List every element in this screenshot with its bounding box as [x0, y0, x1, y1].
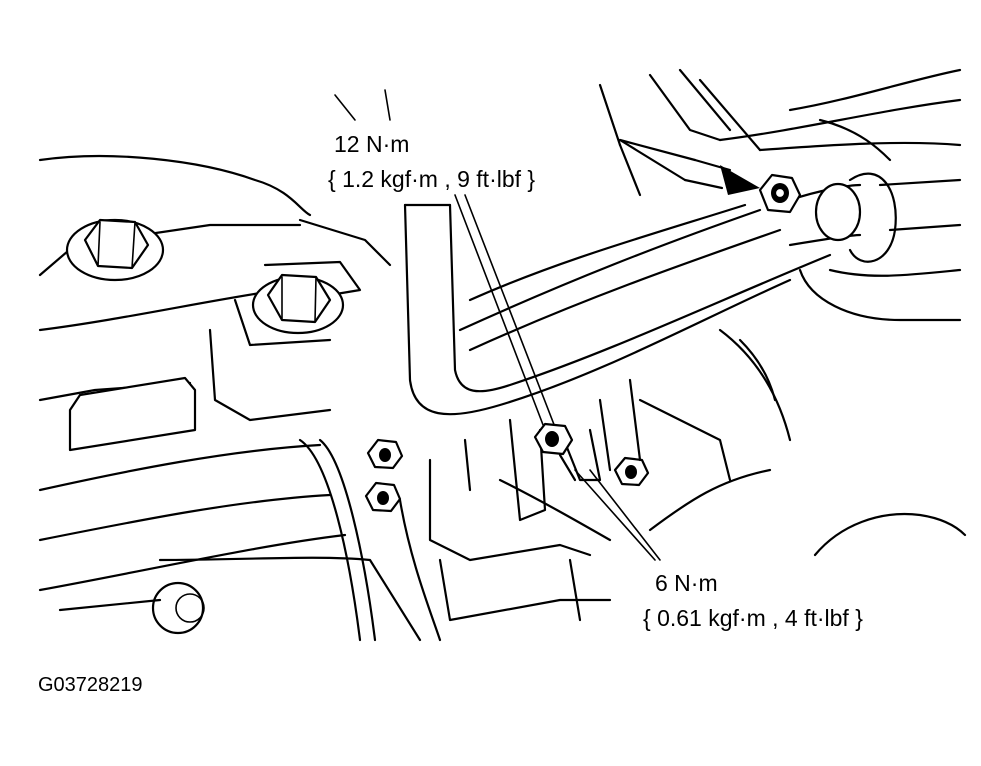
- bracket: [68, 298, 332, 452]
- pulley-outline: [738, 338, 967, 557]
- fuel-pipe: [403, 203, 832, 416]
- hoses: [598, 68, 962, 197]
- leader-6nm: [574, 469, 661, 561]
- center-bracket: [428, 418, 612, 622]
- torque-conversion-12nm: { 1.2 kgf·m , 9 ft·lbf }: [328, 166, 536, 192]
- hex-bolt-icon: [533, 422, 577, 482]
- figure-code: G03728219: [38, 674, 143, 696]
- hex-bolt-icon: [65, 218, 165, 282]
- flare-nut-icon: [758, 173, 802, 214]
- hex-bolt-icon: [366, 438, 404, 470]
- torque-value-12nm: 12 N·m: [334, 131, 410, 157]
- return-hose: [788, 172, 962, 322]
- leader-12nm: [334, 89, 561, 441]
- torque-conversion-6nm: { 0.61 kgf·m , 4 ft·lbf }: [643, 605, 863, 631]
- engine-block: [298, 328, 792, 642]
- arrow-icon: [618, 138, 760, 195]
- hex-bolt-icon: [613, 456, 650, 487]
- intake-manifold: [38, 154, 422, 642]
- mount-hole: [151, 581, 205, 635]
- torque-value-6nm: 6 N·m: [655, 570, 718, 596]
- hex-bolt-icon: [251, 273, 345, 335]
- hex-bolt-icon: [364, 481, 402, 513]
